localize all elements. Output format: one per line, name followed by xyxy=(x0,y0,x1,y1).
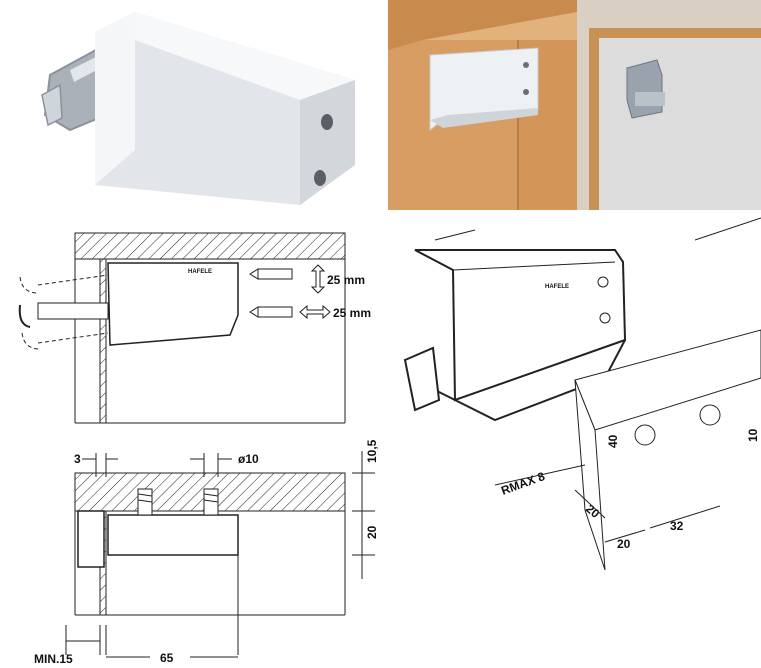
cabinet-installed-photo xyxy=(388,0,577,210)
section-view: 3 ø10 10,5 20 MIN.15 65 xyxy=(34,439,379,666)
dim-20-bottom: 20 xyxy=(617,537,631,551)
dim-10: 10 xyxy=(746,428,760,442)
mounting-hole xyxy=(321,114,333,130)
dim-gap: 3 xyxy=(74,452,81,466)
mounting-hole xyxy=(314,170,326,186)
vertical-arrow-icon xyxy=(310,264,326,294)
wall-fitting xyxy=(626,59,663,119)
side-view: HAFELE 25 mm 25 mm xyxy=(18,232,371,424)
dim-top: 10,5 xyxy=(365,439,379,463)
dim-length: 65 xyxy=(160,651,174,663)
adjust-screw-vertical-icon xyxy=(249,268,293,280)
iso-bracket: HAFELE xyxy=(403,249,627,422)
logo-text: HAFELE xyxy=(188,269,212,275)
drill-hole xyxy=(634,424,656,446)
dim-minimum: MIN.15 xyxy=(34,652,73,663)
horizontal-arrow-icon xyxy=(299,304,331,320)
bracket-section xyxy=(107,514,239,556)
bracket-side-outline xyxy=(107,262,239,346)
wall-installed-photo xyxy=(577,0,761,210)
dim-40: 40 xyxy=(606,434,620,448)
adjust-screw-horizontal-icon xyxy=(249,306,293,318)
svg-text:HAFELE: HAFELE xyxy=(545,284,569,290)
dim-32: 32 xyxy=(670,519,684,533)
dim-hole-diameter: ø10 xyxy=(238,452,259,466)
iso-cabinet-panel xyxy=(434,217,761,571)
horizontal-adjust-label: 25 mm xyxy=(333,306,371,320)
bracket-illustration xyxy=(41,12,355,205)
isometric-drawing: HAFELE 40 RMAX 8 20 20 32 10 xyxy=(395,210,761,663)
bracket-product-photo xyxy=(0,0,380,215)
side-section-drawing: HAFELE 25 mm 25 mm xyxy=(0,215,395,666)
vertical-adjust-label: 25 mm xyxy=(327,273,365,287)
drill-hole xyxy=(699,404,721,426)
dim-height: 20 xyxy=(365,525,379,539)
dim-radius: RMAX 8 xyxy=(499,469,547,498)
